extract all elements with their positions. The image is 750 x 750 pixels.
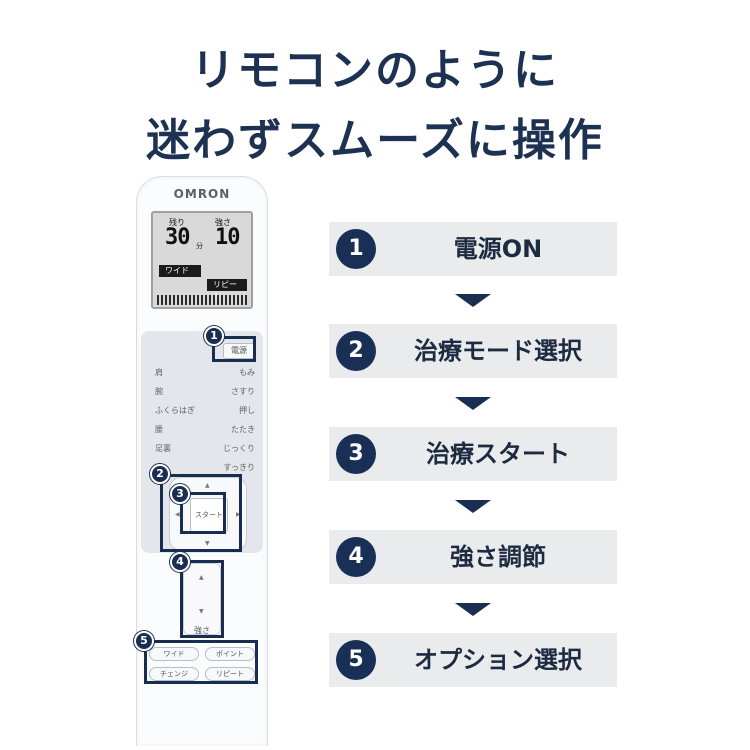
lcd-strength-label: 強さ: [215, 218, 231, 227]
step-number: 5: [336, 640, 376, 680]
mode-waist[interactable]: 腰: [155, 425, 163, 434]
strength-label: 強さ: [194, 626, 210, 635]
lcd-repeat-tag: リピート: [207, 279, 247, 301]
mode-refresh[interactable]: すっきり: [223, 463, 255, 472]
lcd-display: 残り 強さ 30 分 10 ワイド リピート: [151, 211, 253, 309]
down-arrow-icon: [455, 294, 491, 307]
strength-up-icon[interactable]: ▲: [199, 574, 204, 581]
highlight-start: [180, 492, 226, 534]
badge-5: 5: [134, 631, 154, 651]
highlight-strength: [180, 560, 224, 638]
badge-1: 1: [204, 326, 224, 346]
step-5: 5 オプション選択: [329, 633, 617, 687]
down-arrow-icon: [455, 603, 491, 616]
mode-knead[interactable]: もみ: [239, 368, 255, 377]
headline-line-1: リモコンのように: [191, 45, 559, 96]
badge-3: 3: [170, 484, 190, 504]
wide-button[interactable]: ワイド: [149, 647, 199, 661]
lcd-minutes: 30: [165, 225, 190, 250]
lcd-wide-tag: ワイド: [159, 265, 201, 277]
step-text: 強さ調節: [450, 543, 546, 571]
step-number: 3: [336, 434, 376, 474]
mode-calf[interactable]: ふくらはぎ: [155, 406, 195, 415]
lcd-level-bars: [157, 295, 249, 305]
mode-sole[interactable]: 足裏: [155, 444, 171, 453]
arrow-right-icon[interactable]: ▶: [236, 511, 241, 518]
lcd-remaining-label: 残り: [169, 218, 185, 227]
strength-rocker[interactable]: ▲ ▼: [183, 563, 221, 635]
mode-shoulder[interactable]: 肩: [155, 368, 163, 377]
step-text: オプション選択: [414, 646, 582, 674]
brand-logo: OMRON: [173, 187, 231, 201]
step-text: 治療モード選択: [414, 337, 582, 365]
step-text: 治療スタート: [426, 440, 570, 468]
step-2: 2 治療モード選択: [329, 324, 617, 378]
lcd-strength: 10: [215, 225, 240, 250]
down-arrow-icon: [455, 397, 491, 410]
repeat-button[interactable]: リピート: [205, 667, 255, 681]
mode-press[interactable]: 押し: [239, 406, 255, 415]
lcd-unit: 分: [196, 242, 203, 250]
badge-4: 4: [170, 552, 190, 572]
step-3: 3 治療スタート: [329, 427, 617, 481]
step-1: 1 電源ON: [329, 222, 617, 276]
control-panel: 電源 肩 腕 ふくらはぎ 腰 足裏 脚 もみ さすり 押し たたき じっくり す…: [141, 331, 263, 553]
change-button[interactable]: チェンジ: [149, 667, 199, 681]
step-number: 2: [336, 331, 376, 371]
badge-2: 2: [150, 464, 170, 484]
down-arrow-icon: [455, 500, 491, 513]
step-number: 1: [336, 229, 376, 269]
mode-rub[interactable]: さすり: [231, 387, 255, 396]
mode-arm[interactable]: 腕: [155, 387, 163, 396]
highlight-power: [212, 336, 256, 362]
mode-tap[interactable]: たたき: [231, 425, 255, 434]
highlight-options: [144, 640, 258, 684]
headline-line-2: 迷わずスムーズに操作: [146, 115, 604, 166]
mode-slow[interactable]: じっくり: [223, 444, 255, 453]
arrow-left-icon[interactable]: ◀: [175, 511, 180, 518]
step-number: 4: [336, 537, 376, 577]
highlight-direction-pad: [160, 474, 242, 552]
point-button[interactable]: ポイント: [205, 647, 255, 661]
arrow-up-icon[interactable]: ▲: [205, 482, 210, 489]
step-4: 4 強さ調節: [329, 530, 617, 584]
remote-control: OMRON 残り 強さ 30 分 10 ワイド リピート 電源 肩 腕 ふくらは…: [136, 176, 268, 746]
strength-down-icon[interactable]: ▼: [199, 608, 204, 615]
start-button[interactable]: スタート: [190, 498, 228, 532]
arrow-down-icon[interactable]: ▼: [205, 540, 210, 547]
step-text: 電源ON: [453, 235, 543, 263]
